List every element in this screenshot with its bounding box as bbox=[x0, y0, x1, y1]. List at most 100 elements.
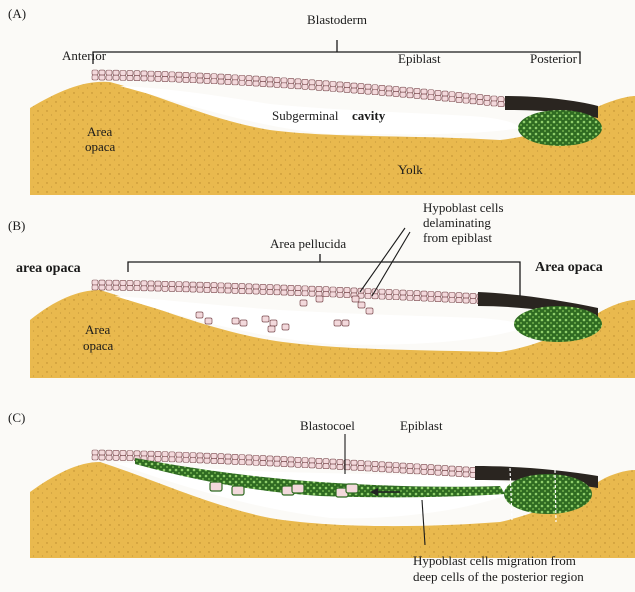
panel-a-epiblast-cell bbox=[169, 72, 175, 77]
panel-c-epiblast-cell bbox=[372, 466, 378, 471]
panel-a-epiblast-cell bbox=[211, 74, 217, 79]
panel-b-epiblast-cell bbox=[246, 284, 252, 289]
panel-a-epiblast-cell bbox=[204, 78, 210, 83]
panel-b-epiblast-cell bbox=[379, 289, 385, 294]
panel-b-epiblast-cell bbox=[386, 289, 392, 294]
panel-c-epiblast-cell bbox=[267, 456, 273, 461]
panel-a-epiblast-cell bbox=[463, 98, 469, 103]
panel-c-epiblast-cell bbox=[295, 457, 301, 462]
panel-b-posterior-green-mass bbox=[514, 306, 602, 342]
panel-b-epiblast-cell bbox=[386, 294, 392, 299]
panel-a-opaca-label: opaca bbox=[85, 139, 116, 154]
panel-c-epiblast-cell bbox=[393, 463, 399, 468]
panel-a-epiblast-cell bbox=[190, 78, 196, 83]
panel-b-hypoblast-label-2: delaminating bbox=[423, 215, 491, 230]
panel-b-delaminating-cell bbox=[316, 296, 323, 302]
panel-c-epiblast-cell bbox=[218, 459, 224, 464]
panel-a-area-label: Area bbox=[87, 124, 112, 139]
panel-c-epiblast-cell bbox=[449, 471, 455, 476]
panel-a-epiblast-cell bbox=[400, 92, 406, 97]
panel-a-epiblast-cell bbox=[225, 79, 231, 84]
panel-a-epiblast-cell bbox=[232, 75, 238, 80]
panel-a-epiblast-cell bbox=[155, 76, 161, 81]
panel-a-epiblast-cell bbox=[344, 87, 350, 92]
panel-a-epiblast-cell bbox=[407, 93, 413, 98]
panel-a-epiblast-cell bbox=[470, 94, 476, 99]
panel-b-area-opaca-left: area opaca bbox=[16, 261, 81, 276]
panel-a-epiblast-cell bbox=[498, 97, 504, 102]
panel-a-epiblast-cell bbox=[477, 100, 483, 105]
panel-c-epiblast-cell bbox=[183, 452, 189, 457]
panel-b-epiblast-cell bbox=[393, 295, 399, 300]
panel-a-epiblast-cell bbox=[225, 74, 231, 79]
panel-b-epiblast-cell bbox=[281, 285, 287, 290]
panel-a-epiblast-cell bbox=[190, 73, 196, 78]
panel-a-epiblast-cell bbox=[470, 99, 476, 104]
panel-b-epiblast-cell bbox=[365, 293, 371, 298]
panel-b-hypoblast-label-3: from epiblast bbox=[423, 230, 492, 245]
panel-b-epiblast-cell bbox=[344, 288, 350, 293]
panel-b-epiblast-cell bbox=[295, 286, 301, 291]
panel-c-epiblast-cell bbox=[253, 455, 259, 460]
panel-b-epiblast-cell bbox=[309, 291, 315, 296]
panel-c-epiblast-cell bbox=[456, 466, 462, 471]
panel-b-epiblast-cell bbox=[127, 285, 133, 290]
panel-b-delaminating-cell bbox=[262, 316, 269, 322]
panel-a-epiblast-cell bbox=[211, 79, 217, 84]
panel-c: (C) Blastocoel Epiblast Hypoblast cells … bbox=[8, 410, 635, 584]
panel-b-epiblast-cell bbox=[295, 291, 301, 296]
panel-b-epiblast-cell bbox=[113, 285, 119, 290]
panel-b-epiblast-cell bbox=[365, 288, 371, 293]
panel-a-epiblast-cell bbox=[218, 74, 224, 79]
panel-a-epiblast-cell bbox=[162, 72, 168, 77]
panel-b-epiblast-cell bbox=[225, 283, 231, 288]
panel-c-posterior-green-mass bbox=[504, 474, 592, 514]
panel-b-epiblast-cell bbox=[120, 285, 126, 290]
panel-b-epiblast-cell bbox=[463, 293, 469, 298]
panel-b-tag: (B) bbox=[8, 218, 25, 233]
panel-a-epiblast-cell bbox=[232, 80, 238, 85]
panel-c-epiblast-cell bbox=[197, 453, 203, 458]
panel-c-epiblast-cell bbox=[239, 455, 245, 460]
panel-c-epiblast-cell bbox=[106, 455, 112, 460]
panel-c-migration-label-2: deep cells of the posterior region bbox=[413, 569, 584, 584]
panel-b-epiblast-cell bbox=[169, 286, 175, 291]
panel-b-epiblast-cell bbox=[407, 290, 413, 295]
panel-b-epiblast-cell bbox=[113, 280, 119, 285]
panel-c-epiblast-cell bbox=[428, 470, 434, 475]
panel-b-delaminating-cell bbox=[300, 300, 307, 306]
panel-b-epiblast-cell bbox=[274, 285, 280, 290]
panel-a-epiblast-cell bbox=[281, 78, 287, 83]
panel-b-epiblast-cell bbox=[141, 286, 147, 291]
panel-a-epiblast-cell bbox=[274, 82, 280, 87]
panel-b-epiblast-cell bbox=[134, 281, 140, 286]
panel-b-epiblast-cell bbox=[106, 280, 112, 285]
panel-a-epiblast-cell bbox=[351, 83, 357, 88]
panel-a-blastoderm-label: Blastoderm bbox=[307, 12, 367, 27]
panel-b-epiblast-cell bbox=[218, 283, 224, 288]
panel-a-epiblast-cell bbox=[365, 89, 371, 94]
panel-c-epiblast-cell bbox=[421, 464, 427, 469]
panel-a-epiblast-cell bbox=[393, 92, 399, 97]
panel-c-epiblast-cell bbox=[281, 462, 287, 467]
panel-a-epiblast-cell bbox=[92, 70, 98, 75]
panel-a-epiblast-cell bbox=[239, 80, 245, 85]
panel-c-epiblast-cell bbox=[393, 468, 399, 473]
panel-c-epiblast-cell bbox=[183, 457, 189, 462]
panel-a-epiblast-cell bbox=[428, 90, 434, 95]
panel-b-delaminating-cell bbox=[358, 302, 365, 308]
panel-a-epiblast-cell bbox=[141, 71, 147, 76]
panel-a-epiblast-cell bbox=[113, 75, 119, 80]
panel-a-tag: (A) bbox=[8, 6, 26, 21]
panel-a-epiblast-cell bbox=[134, 76, 140, 81]
panel-b-epiblast-cell bbox=[92, 280, 98, 285]
panel-b-epiblast-cell bbox=[379, 294, 385, 299]
panel-a-epiblast-cell bbox=[442, 96, 448, 101]
panel-c-epiblast-cell bbox=[414, 464, 420, 469]
panel-a-epiblast-cell bbox=[386, 86, 392, 91]
panel-c-epiblast-cell bbox=[169, 457, 175, 462]
panel-b-delaminating-cell bbox=[366, 308, 373, 314]
panel-b-epiblast-cell bbox=[169, 281, 175, 286]
panel-b-epiblast-cell bbox=[281, 290, 287, 295]
panel-a-epiblast-cell bbox=[134, 71, 140, 76]
